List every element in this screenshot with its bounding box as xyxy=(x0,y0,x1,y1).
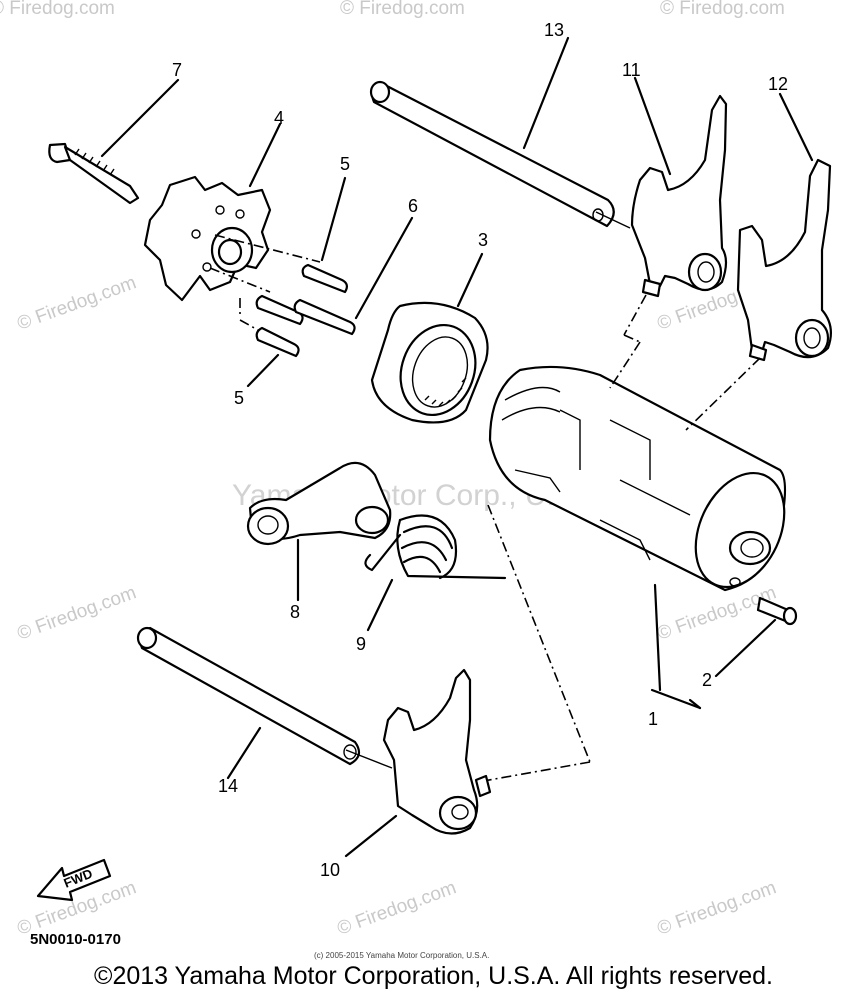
part-label-14: 14 xyxy=(218,776,238,796)
part-label-13: 13 xyxy=(544,20,564,40)
part-label-12: 12 xyxy=(768,74,788,94)
small-copyright: (c) 2005-2015 Yamaha Motor Corporation, … xyxy=(314,951,489,960)
part-label-8: 8 xyxy=(290,602,300,622)
part-label-4: 4 xyxy=(274,108,284,128)
watermark-text: © Firedog.com xyxy=(15,582,140,644)
shift-lever xyxy=(246,461,392,602)
part-label-6: 6 xyxy=(408,196,418,216)
part-label-11: 11 xyxy=(622,60,641,80)
shift-rod-upper xyxy=(369,36,631,229)
part-label-5-upper: 5 xyxy=(340,154,350,174)
diagram-code: 5N0010-0170 xyxy=(30,931,121,948)
drum-pin xyxy=(714,596,798,678)
watermark-text: © Firedog.com xyxy=(660,0,785,19)
footer-copyright: ©2013 Yamaha Motor Corporation, U.S.A. A… xyxy=(94,962,773,990)
part-label-1: 1 xyxy=(648,709,658,729)
watermark-text: © Firedog.com xyxy=(655,877,780,939)
part-label-7: 7 xyxy=(172,60,182,80)
shift-fork-12 xyxy=(736,92,833,362)
part-number-labels: 13 11 12 7 4 5 6 3 5 8 9 2 1 14 10 xyxy=(172,20,788,880)
alignment-lines-segment xyxy=(209,234,321,331)
part-label-2: 2 xyxy=(702,670,712,690)
watermark-text: © Firedog.com xyxy=(15,272,140,334)
bolt xyxy=(48,78,180,205)
shift-drum xyxy=(488,365,787,592)
parts-diagram: © Firedog.com © Firedog.com © Firedog.co… xyxy=(0,0,833,960)
watermark-text: © Firedog.com xyxy=(340,0,465,19)
spring xyxy=(364,514,507,632)
bearing xyxy=(370,252,489,424)
shift-fork-11 xyxy=(630,76,728,298)
watermark-text: © Firedog.com xyxy=(0,0,115,19)
watermark-text: © Firedog.com xyxy=(335,877,460,939)
part-label-9: 9 xyxy=(356,634,366,654)
shift-fork-10 xyxy=(344,668,492,858)
shift-segment xyxy=(143,122,282,302)
part-label-5-lower: 5 xyxy=(234,388,244,408)
part-label-3: 3 xyxy=(478,230,488,250)
alignment-lines-forks xyxy=(609,294,761,431)
shift-rod-lower xyxy=(136,626,393,780)
drum-bracket xyxy=(650,583,702,710)
pins xyxy=(246,176,414,388)
part-label-10: 10 xyxy=(320,860,340,880)
alignment-lines-lower xyxy=(477,504,591,783)
